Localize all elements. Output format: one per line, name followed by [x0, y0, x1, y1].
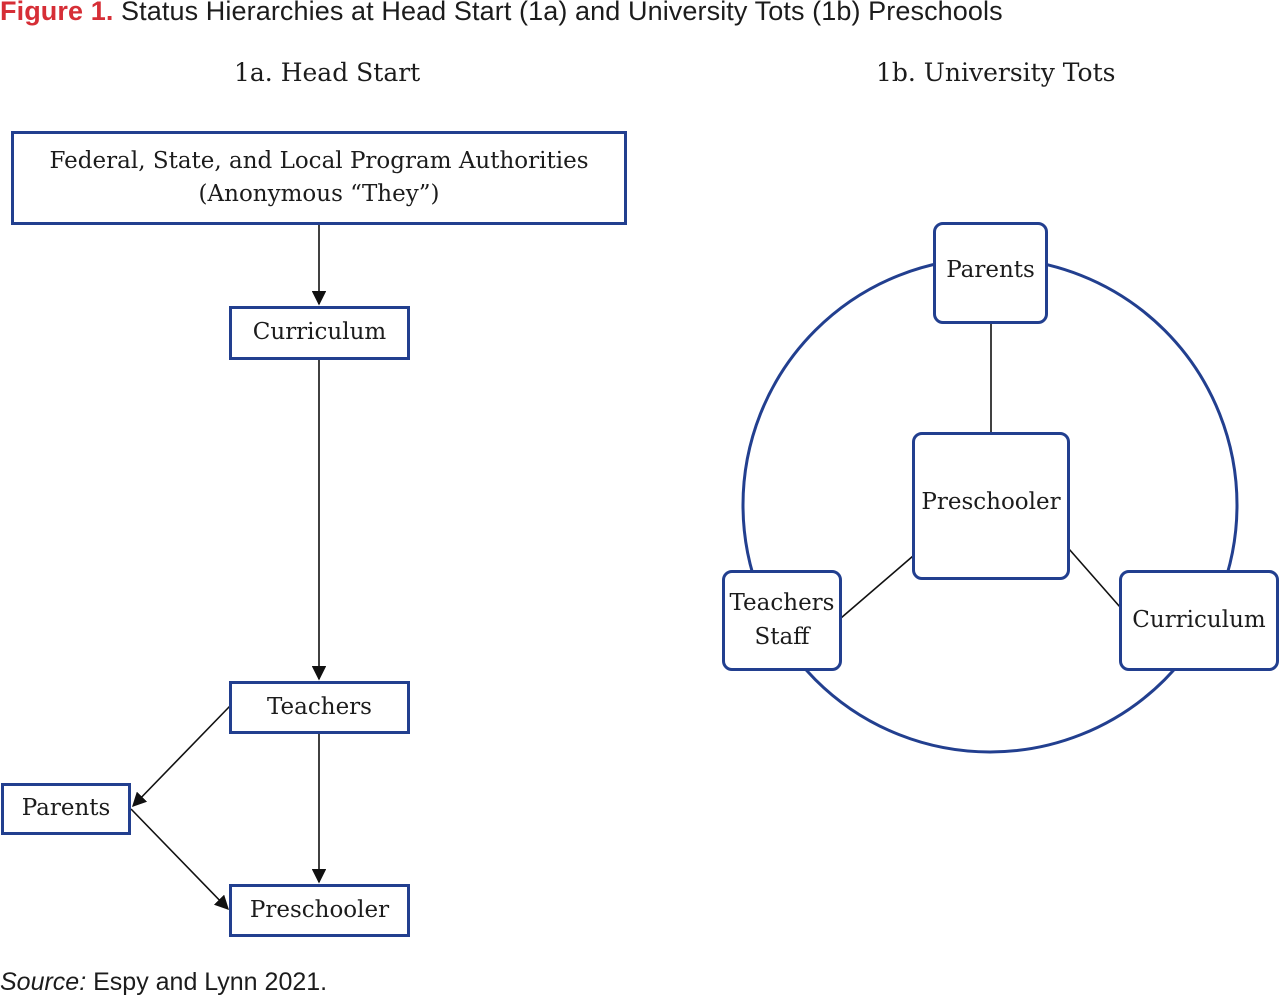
connector-teachers-preschooler: [840, 555, 914, 619]
preschooler-box-b: Preschooler: [912, 432, 1070, 580]
staff-label-b: Staff: [754, 623, 810, 650]
source-note: Source: Espy and Lynn 2021.: [0, 968, 327, 997]
arrow-parents-to-preschooler: [130, 808, 230, 911]
panel-a-title: 1a. Head Start: [234, 58, 421, 87]
parents-label-a: Parents: [21, 795, 111, 822]
connector-curriculum-preschooler: [1068, 548, 1121, 608]
teachers-staff-box-b: Teachers Staff: [722, 570, 842, 671]
preschooler-label-b: Preschooler: [921, 489, 1061, 516]
parents-box-b: Parents: [933, 222, 1048, 324]
curriculum-label-a: Curriculum: [252, 319, 387, 346]
arrow-teachers-to-parents: [131, 705, 231, 808]
figure-caption: Status Hierarchies at Head Start (1a) an…: [121, 0, 1003, 26]
authorities-box: Federal, State, and Local Program Author…: [11, 131, 627, 225]
teachers-label-a: Teachers: [267, 693, 372, 720]
authorities-line-2: (Anonymous “They”): [198, 181, 440, 207]
parents-label-b: Parents: [946, 257, 1035, 284]
source-text: Espy and Lynn 2021.: [93, 968, 328, 996]
panel-b-title: 1b. University Tots: [876, 58, 1116, 87]
teachers-box-a: Teachers: [229, 681, 410, 734]
preschooler-label-a: Preschooler: [249, 896, 390, 923]
preschooler-box-a: Preschooler: [229, 884, 410, 937]
curriculum-label-b: Curriculum: [1132, 606, 1266, 633]
teachers-label-b: Teachers: [729, 590, 835, 617]
figure-label: Figure 1.: [0, 0, 114, 26]
figure-title: Figure 1. Status Hierarchies at Head Sta…: [0, 0, 1003, 27]
source-label: Source:: [0, 968, 87, 996]
parents-box-a: Parents: [1, 783, 131, 835]
curriculum-box-a: Curriculum: [229, 306, 410, 360]
authorities-line-1: Federal, State, and Local Program Author…: [49, 147, 589, 174]
curriculum-box-b: Curriculum: [1119, 570, 1279, 671]
